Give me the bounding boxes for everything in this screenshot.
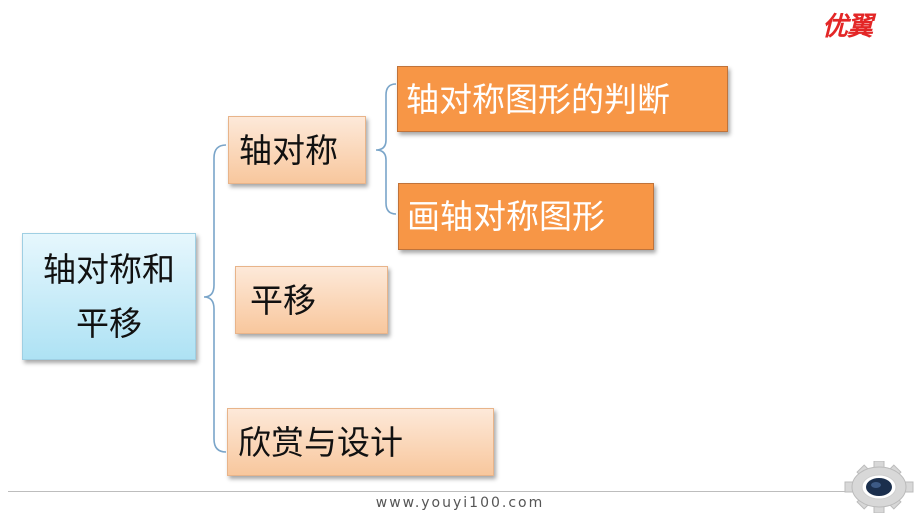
root-node-line1: 轴对称和 — [43, 250, 175, 289]
brand-logo: 优翼 — [822, 12, 873, 42]
footer-url: www.youyi100.com — [375, 495, 545, 511]
gear-icon — [844, 461, 914, 513]
leaf-node-judge-symmetric-figure: 轴对称图形的判断 — [397, 66, 728, 132]
footer-divider — [8, 491, 848, 492]
branch-node-axial-symmetry: 轴对称 — [228, 116, 366, 184]
branch-node-appreciation-design: 欣赏与设计 — [227, 408, 494, 476]
branch-node-translation: 平移 — [235, 266, 388, 334]
root-node: 轴对称和 平移 — [22, 233, 196, 360]
leaf-node-draw-symmetric-figure: 画轴对称图形 — [398, 183, 654, 250]
root-node-line2: 平移 — [76, 304, 142, 343]
